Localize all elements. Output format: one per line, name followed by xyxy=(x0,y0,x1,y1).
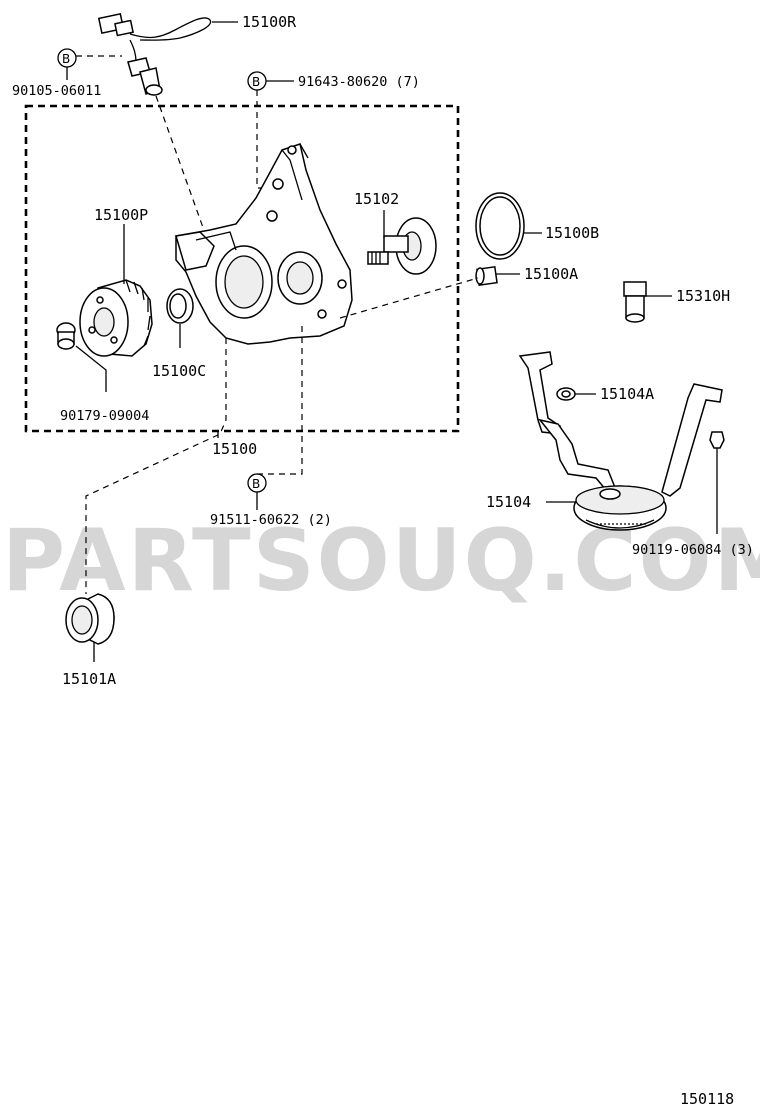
part-15101A-oil-seal[interactable] xyxy=(65,593,115,645)
label-15104A[interactable]: 15104A xyxy=(600,385,654,403)
label-91643-80620[interactable]: 91643-80620 (7) xyxy=(298,74,420,90)
part-15310H-relief-cap[interactable] xyxy=(623,281,647,323)
label-90179-09004[interactable]: 90179-09004 xyxy=(60,408,149,424)
leader-90179 xyxy=(75,345,107,392)
figure-number: 150118 xyxy=(680,1090,734,1108)
label-15104[interactable]: 15104 xyxy=(486,493,531,511)
bolt-marker-90105: B xyxy=(57,48,77,68)
sensor-mount-dash xyxy=(155,95,207,237)
label-15100[interactable]: 15100 xyxy=(212,440,257,458)
bolt-marker-91511: B xyxy=(247,473,267,493)
part-15100-oil-pump-body[interactable] xyxy=(175,143,353,345)
svg-text:B: B xyxy=(62,52,70,66)
svg-text:B: B xyxy=(252,477,260,491)
part-15104A-gasket[interactable] xyxy=(556,387,576,401)
part-15104-oil-strainer[interactable] xyxy=(518,351,723,531)
svg-text:B: B xyxy=(252,75,260,89)
part-15102-rotor-shaft[interactable] xyxy=(367,217,437,275)
part-15100P-drive-gear[interactable] xyxy=(79,279,153,357)
label-15100B[interactable]: 15100B xyxy=(545,224,599,242)
label-15310H[interactable]: 15310H xyxy=(676,287,730,305)
label-15101A[interactable]: 15101A xyxy=(62,670,116,688)
bolt-marker-91643: B xyxy=(247,71,267,91)
part-90179-bolt[interactable] xyxy=(56,322,76,350)
leader-91511-dash xyxy=(257,322,303,475)
label-15100R[interactable]: 15100R xyxy=(242,13,297,31)
part-15100A-plug[interactable] xyxy=(475,265,498,287)
label-90119-06084[interactable]: 90119-06084 (3) xyxy=(632,542,754,558)
label-91511-60622[interactable]: 91511-60622 (2) xyxy=(210,512,332,528)
label-15102[interactable]: 15102 xyxy=(354,190,399,208)
part-15100R-sensor[interactable] xyxy=(97,12,212,96)
part-15100B-o-ring[interactable] xyxy=(475,192,525,260)
part-90119-bolt[interactable] xyxy=(709,431,725,462)
label-90105-06011[interactable]: 90105-06011 xyxy=(12,83,101,99)
part-15100C-seal[interactable] xyxy=(166,288,194,324)
label-15100A[interactable]: 15100A xyxy=(524,265,578,283)
label-15100C[interactable]: 15100C xyxy=(152,362,206,380)
label-15100P[interactable]: 15100P xyxy=(94,206,148,224)
assembly-outline-box xyxy=(24,104,460,433)
leader-15101A-dash xyxy=(85,338,227,594)
leader-15100A-dash xyxy=(339,277,479,319)
